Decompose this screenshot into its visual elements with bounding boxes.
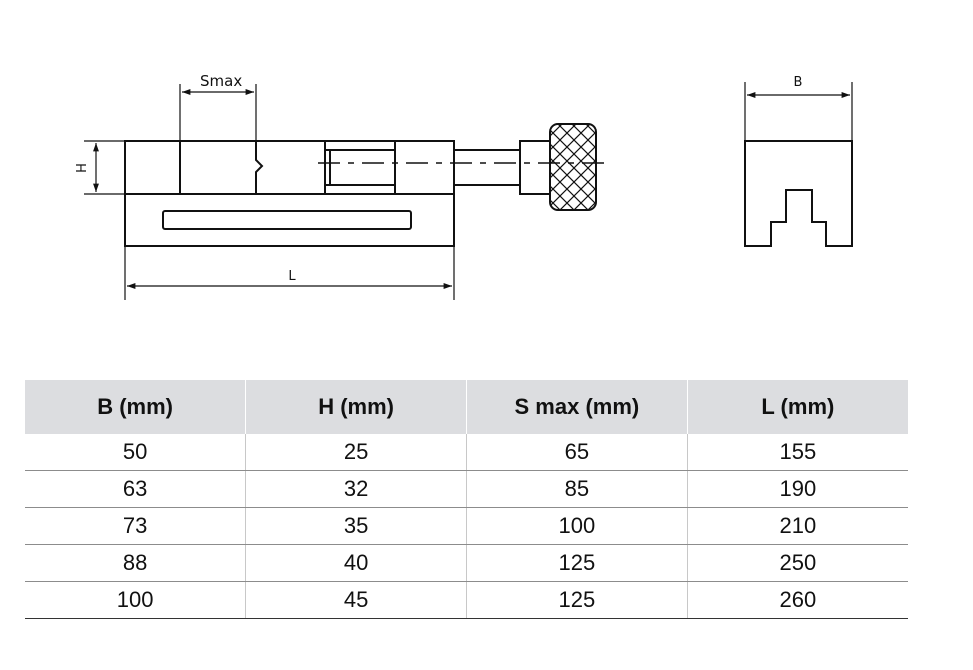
movable-jaw xyxy=(255,140,326,195)
cell-s-max: 85 xyxy=(466,470,688,508)
header-s-max: S max (mm) xyxy=(466,380,688,434)
cell-l: 155 xyxy=(686,434,908,471)
end-view-profile xyxy=(744,140,853,247)
header-b: B (mm) xyxy=(25,380,246,434)
table-row: 73 35 100 210 xyxy=(25,507,908,545)
header-l: L (mm) xyxy=(686,380,908,434)
header-h: H (mm) xyxy=(245,380,467,434)
cell-l: 190 xyxy=(686,470,908,508)
technical-drawing: Smax H L B xyxy=(75,72,853,300)
cell-l: 250 xyxy=(686,544,908,582)
cell-h: 35 xyxy=(245,507,467,545)
dim-b-label: B xyxy=(794,75,803,90)
cell-b: 50 xyxy=(25,434,246,471)
dimension-h xyxy=(84,140,125,195)
cell-s-max: 125 xyxy=(466,581,688,619)
dimension-l xyxy=(124,246,455,300)
cell-s-max: 100 xyxy=(466,507,688,545)
dim-s-max-label: Smax xyxy=(200,72,242,90)
fixed-jaw xyxy=(124,140,181,195)
screw-collar xyxy=(519,140,551,195)
cell-h: 40 xyxy=(245,544,467,582)
dim-l-label: L xyxy=(288,269,296,284)
dim-h-label: H xyxy=(75,163,90,173)
table-row: 88 40 125 250 xyxy=(25,544,908,582)
cell-b: 100 xyxy=(25,581,246,619)
cell-h: 45 xyxy=(245,581,467,619)
cell-l: 260 xyxy=(686,581,908,619)
cell-b: 63 xyxy=(25,470,246,508)
table-row: 100 45 125 260 xyxy=(25,581,908,619)
cell-h: 25 xyxy=(245,434,467,471)
table-header-row: B (mm) H (mm) S max (mm) L (mm) xyxy=(25,380,908,434)
side-view xyxy=(124,123,597,247)
cell-s-max: 125 xyxy=(466,544,688,582)
table-row: 50 25 65 155 xyxy=(25,434,908,471)
dimension-b xyxy=(744,82,853,141)
knurled-handle xyxy=(549,123,597,211)
base-slot xyxy=(162,210,412,230)
rear-block xyxy=(394,140,455,195)
table-row: 63 32 85 190 xyxy=(25,470,908,508)
spec-table: B (mm) H (mm) S max (mm) L (mm) 50 25 65… xyxy=(25,380,908,619)
cell-l: 210 xyxy=(686,507,908,545)
cell-b: 73 xyxy=(25,507,246,545)
cell-h: 32 xyxy=(245,470,467,508)
dimension-s-max xyxy=(179,84,257,194)
cell-b: 88 xyxy=(25,544,246,582)
cell-s-max: 65 xyxy=(466,434,688,471)
